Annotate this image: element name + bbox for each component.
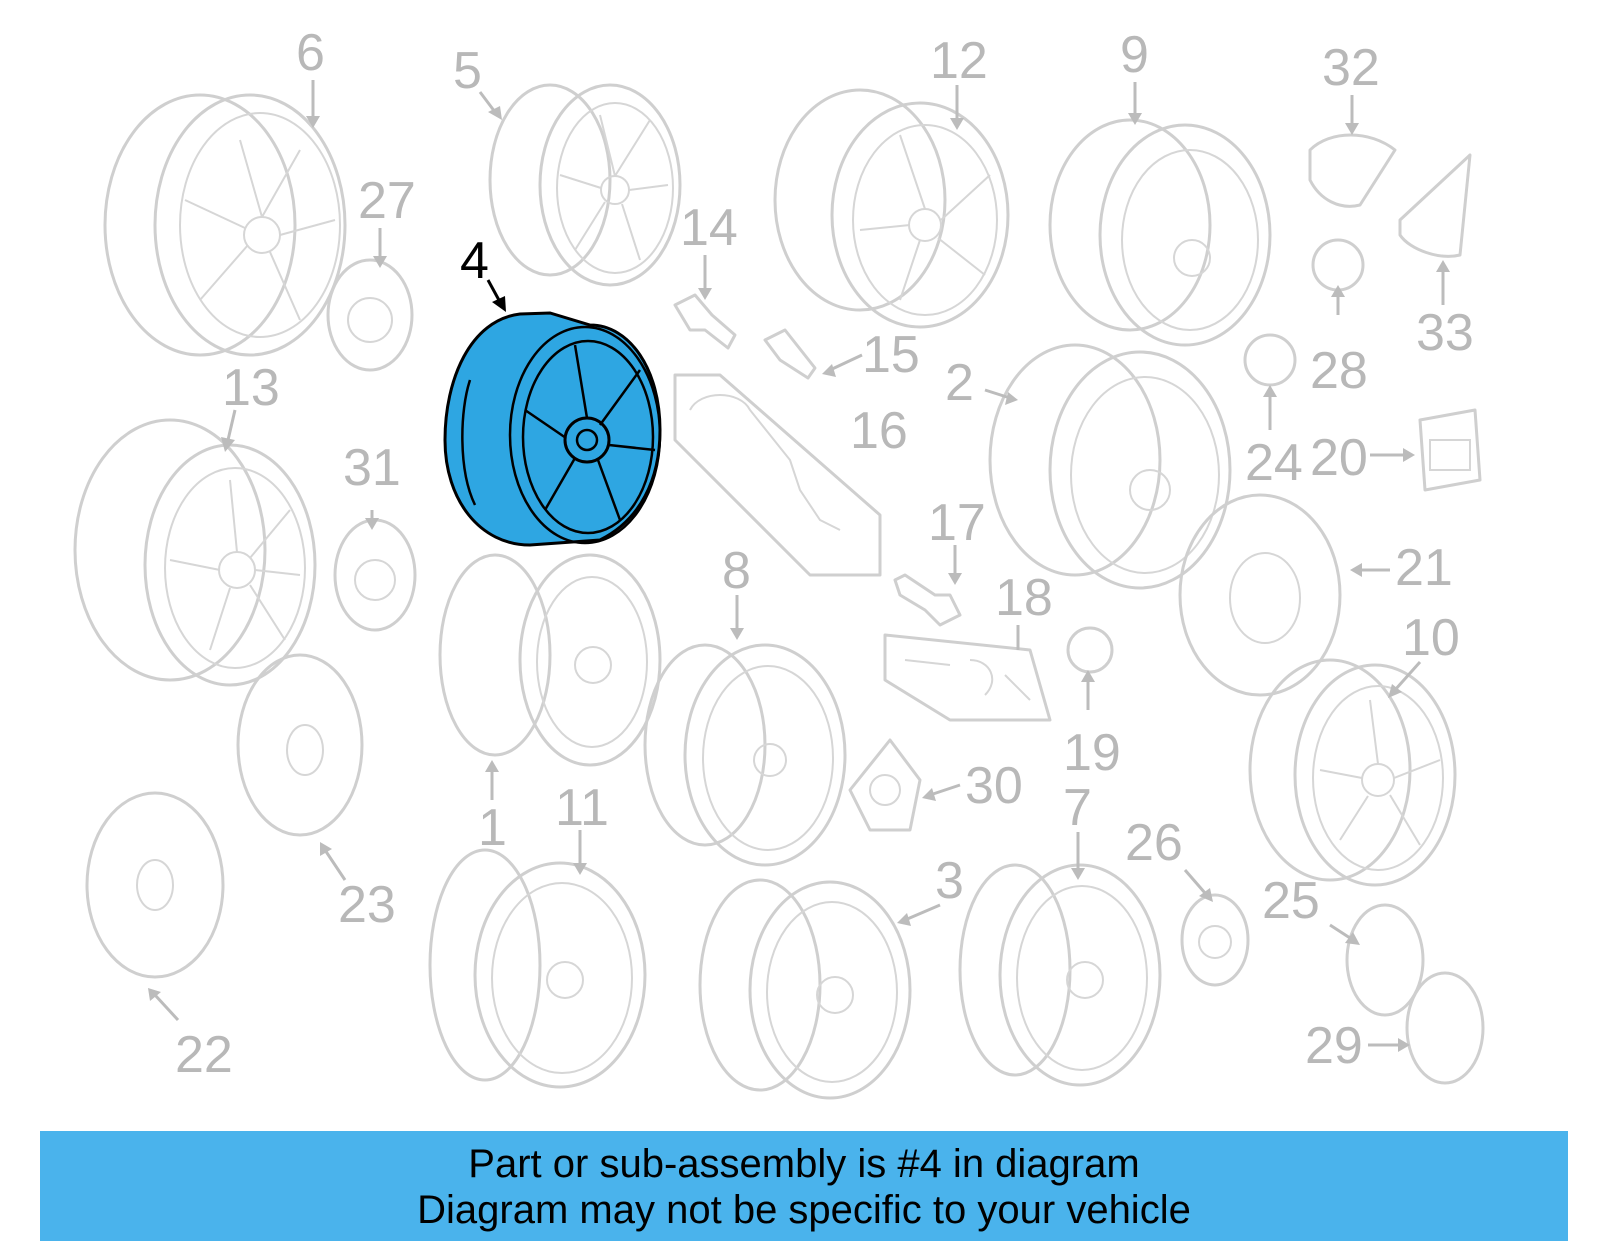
banner-line-2: Diagram may not be specific to your vehi… [417, 1188, 1191, 1232]
callout-17: 17 [928, 494, 986, 552]
lug-bolt-14 [673, 293, 737, 350]
ring-29 [1405, 971, 1485, 1085]
callout-22: 22 [175, 1026, 233, 1084]
wheel-2 [988, 343, 1232, 590]
callout-5: 5 [453, 42, 482, 100]
callout-24: 24 [1245, 434, 1303, 492]
leader-arrow-4 [486, 279, 506, 312]
callout-9: 9 [1120, 26, 1149, 84]
callout-28: 28 [1310, 342, 1368, 400]
callout-20: 20 [1310, 429, 1368, 487]
callout-14: 14 [680, 199, 738, 257]
callout-labels: 6 5 12 9 32 27 14 4 33 28 15 13 2 16 24 … [175, 24, 1474, 1084]
hubcap-21 [1178, 493, 1342, 697]
callout-15: 15 [862, 326, 920, 384]
emblem-32 [1308, 133, 1397, 208]
callout-25: 25 [1262, 872, 1320, 930]
tpms-kit-16 [673, 373, 882, 577]
callout-19: 19 [1063, 724, 1121, 782]
info-banner: Part or sub-assembly is #4 in diagram Di… [40, 1131, 1568, 1241]
callout-4: 4 [460, 232, 489, 290]
wheel-4-highlighted[interactable] [443, 311, 662, 547]
callout-3: 3 [935, 852, 964, 910]
callout-13: 13 [222, 359, 280, 417]
callout-18: 18 [995, 569, 1053, 627]
wheel-3 [698, 878, 912, 1100]
label-20 [1418, 408, 1482, 492]
callout-30: 30 [965, 757, 1023, 815]
center-cap-26 [1180, 893, 1250, 987]
banner-line-1: Part or sub-assembly is #4 in diagram [468, 1142, 1140, 1186]
emblem-33 [1398, 153, 1472, 258]
callout-11: 11 [555, 779, 609, 837]
hubcap-23 [236, 653, 364, 837]
callout-10: 10 [1402, 609, 1460, 667]
callout-6: 6 [296, 24, 325, 82]
callout-33: 33 [1416, 304, 1474, 362]
wheel-1 [438, 553, 662, 767]
wheel-13 [73, 418, 317, 687]
valve-15 [763, 328, 817, 380]
lug-nut-19 [1066, 626, 1114, 674]
callout-16: 16 [850, 402, 908, 460]
wheel-9 [1048, 118, 1272, 347]
callout-8: 8 [722, 542, 751, 600]
callout-1: 1 [478, 799, 507, 857]
wheel-6 [103, 93, 347, 357]
callout-29: 29 [1305, 1017, 1363, 1075]
wheel-8 [643, 643, 847, 867]
callout-23: 23 [338, 876, 396, 934]
callout-31: 31 [343, 439, 401, 497]
badge-24 [1243, 333, 1297, 387]
leader-arrows [148, 80, 1450, 1052]
wheel-11 [428, 848, 647, 1089]
callout-21: 21 [1395, 539, 1453, 597]
hubcap-22 [85, 791, 225, 979]
callout-27: 27 [358, 172, 416, 230]
badge-28 [1311, 238, 1365, 292]
lug-bolt-17 [893, 573, 962, 627]
callout-32: 32 [1322, 39, 1380, 97]
ring-25 [1345, 903, 1425, 1017]
wheel-12 [773, 88, 1010, 329]
callout-12: 12 [930, 32, 988, 90]
wheel-5 [488, 83, 682, 287]
center-cap-30 [848, 738, 922, 832]
center-cap-27 [326, 258, 414, 372]
callout-2: 2 [945, 354, 974, 412]
center-cap-31 [333, 518, 417, 632]
lock-kit-18 [883, 633, 1052, 722]
wheel-10 [1248, 658, 1457, 887]
callout-7: 7 [1063, 779, 1092, 837]
wheel-7 [958, 863, 1162, 1087]
callout-26: 26 [1125, 814, 1183, 872]
